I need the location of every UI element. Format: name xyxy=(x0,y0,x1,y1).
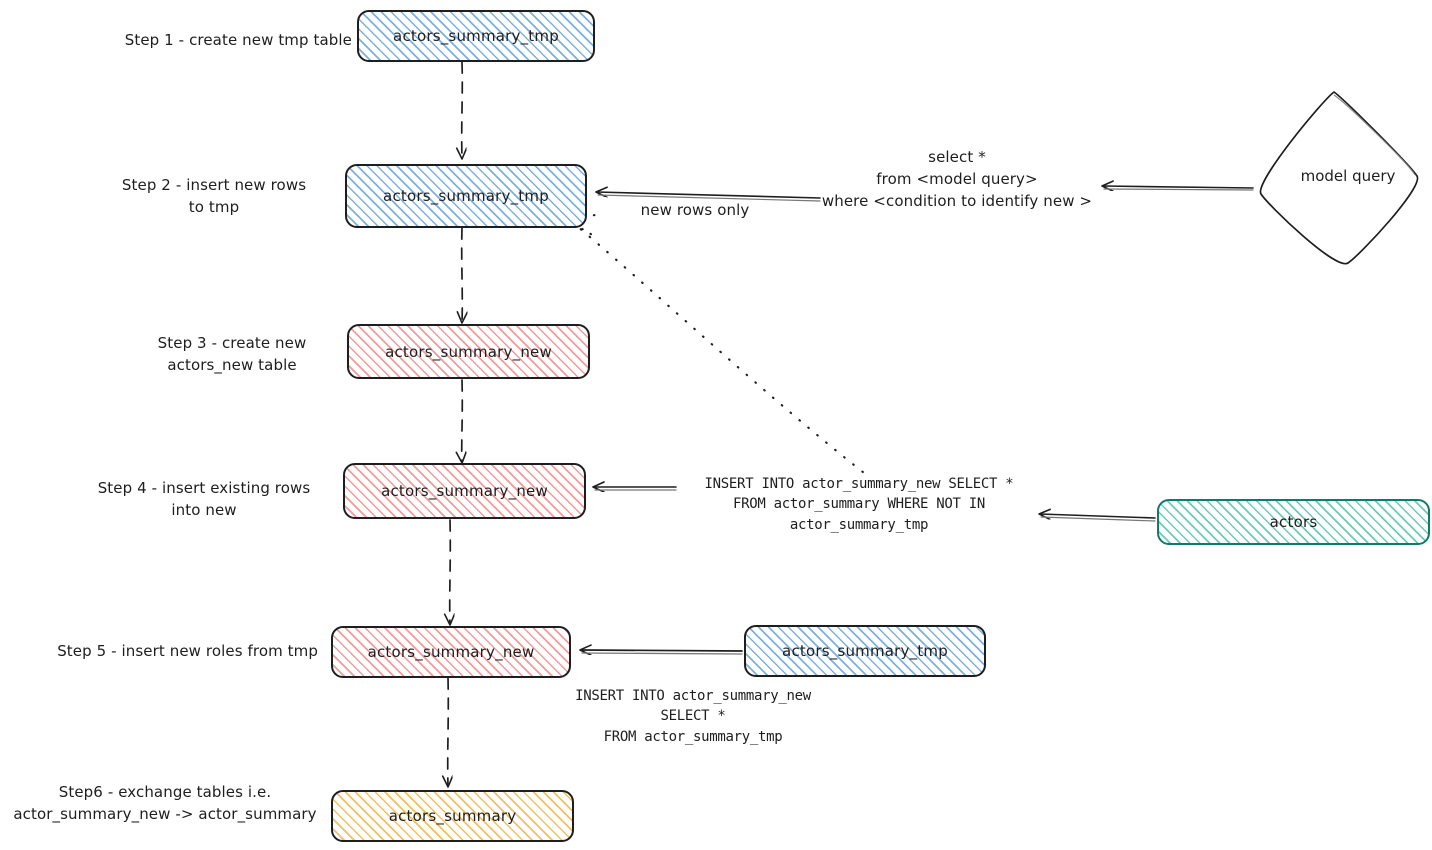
edge-actors-to-insertnote xyxy=(1040,514,1156,522)
node-actors-summary-tmp-step2[interactable]: actors_summary_tmp xyxy=(345,164,587,228)
edge-new4-to-new5 xyxy=(450,519,451,624)
step-1-caption: Step 1 - create new tmp table xyxy=(124,31,352,49)
node-label: actors_summary xyxy=(388,807,517,825)
edge-new5-to-summary6 xyxy=(448,677,449,786)
node-actors-summary-new-step5[interactable]: actors_summary_new xyxy=(331,626,571,678)
node-actors-source[interactable]: actors xyxy=(1157,499,1430,545)
step-4-caption: Step 4 - insert existing rows into new xyxy=(97,479,311,519)
node-label: actors xyxy=(1269,513,1318,531)
node-actors-summary-new-step3[interactable]: actors_summary_new xyxy=(347,324,590,379)
node-model-query-label[interactable]: model query xyxy=(1300,167,1396,185)
edge-label-insert-existing-sql: INSERT INTO actor_summary_new SELECT * F… xyxy=(704,476,1014,533)
step-3-caption: Step 3 - create new actors_new table xyxy=(157,334,307,374)
node-label: actors_summary_tmp xyxy=(782,642,948,660)
edge-tmp2-dotted-to-insert-note xyxy=(570,212,870,478)
node-label: actors_summary_tmp xyxy=(393,27,559,45)
step-6-caption: Step6 - exchange tables i.e. actor_summa… xyxy=(13,783,317,823)
edge-modelquery-to-tmp2 xyxy=(1103,186,1254,190)
step-2-caption: Step 2 - insert new rows to tmp xyxy=(121,176,307,216)
edge-tmp1-to-tmp2 xyxy=(462,61,463,158)
edge-tmp2-to-new3 xyxy=(462,227,463,322)
node-actors-summary-tmp-step1[interactable]: actors_summary_tmp xyxy=(357,10,595,62)
edge-new3-to-new4 xyxy=(462,379,463,462)
node-label: actors_summary_new xyxy=(367,643,535,661)
node-actors-summary-final[interactable]: actors_summary xyxy=(331,790,574,842)
edge-label-model-query-sql: select * from <model query> where <condi… xyxy=(821,148,1093,210)
step-5-caption: Step 5 - insert new roles from tmp xyxy=(57,642,318,660)
edge-label-new-rows-only: new rows only xyxy=(640,201,750,219)
edge-insertnote-to-new4 xyxy=(594,487,677,490)
node-label: actors_summary_new xyxy=(385,342,552,361)
node-label: actors_summary_tmp xyxy=(383,187,549,205)
edge-tmp5-to-new5 xyxy=(581,650,743,654)
node-actors-summary-tmp-step5-source[interactable]: actors_summary_tmp xyxy=(744,625,986,677)
node-actors-summary-new-step4[interactable]: actors_summary_new xyxy=(343,463,586,519)
edge-label-insert-new-roles-sql: INSERT INTO actor_summary_new SELECT * F… xyxy=(575,688,811,745)
node-label: actors_summary_new xyxy=(381,482,548,500)
